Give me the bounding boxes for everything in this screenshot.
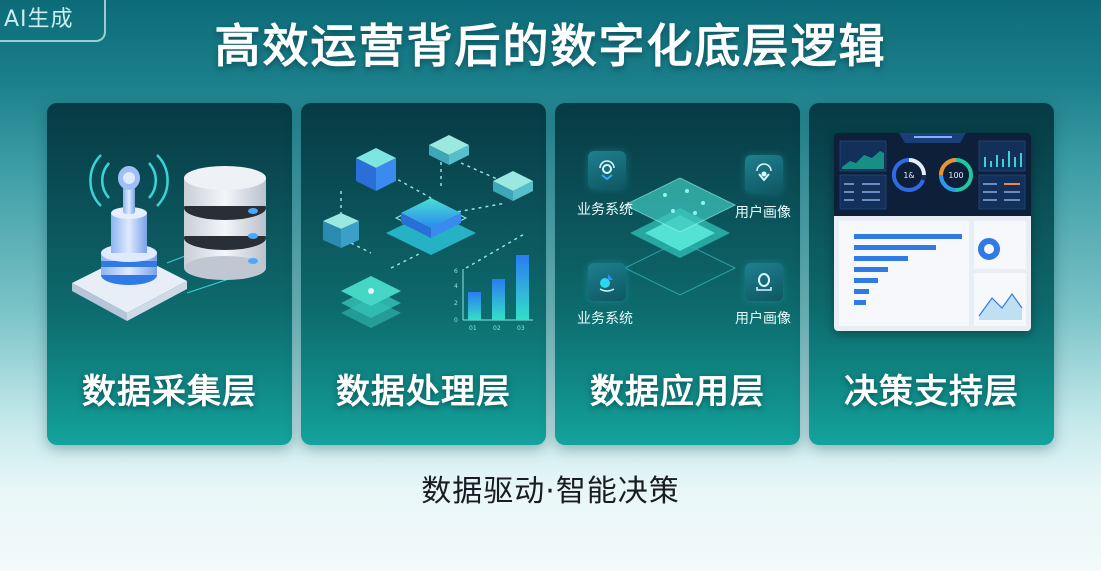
layer-cards: 数据采集层	[47, 103, 1054, 445]
slogan-subtitle: 数据驱动·智能决策	[421, 474, 680, 509]
svg-text:0: 0	[454, 317, 458, 324]
dashboard-header-panel: 1& 100	[834, 133, 1031, 216]
database-server-icon	[184, 166, 266, 280]
svg-text:6: 6	[454, 268, 458, 275]
signal-tower-icon	[72, 154, 266, 321]
svg-text:1&: 1&	[903, 171, 914, 180]
dashboard-report-panel	[834, 216, 1031, 331]
app-label: 用户画像	[735, 311, 791, 327]
business-analytics-icon[interactable]	[588, 263, 626, 301]
ai-generated-badge: AI生成	[0, 0, 106, 42]
svg-text:100: 100	[948, 171, 963, 180]
card-data-collection: 数据采集层	[47, 103, 292, 445]
user-portrait-icon[interactable]	[745, 263, 783, 301]
dashboard-screenshot: 1& 100	[834, 133, 1031, 331]
data-platform-icon	[623, 177, 737, 296]
svg-text:2: 2	[454, 300, 458, 307]
card-label: 数据采集层	[82, 372, 257, 412]
app-label: 用户画像	[735, 205, 791, 221]
layer-stack-icon	[341, 276, 401, 328]
card-data-application: 业务系统 用户画像 业务系统 用户画像 数据应用层	[555, 103, 800, 445]
card-label: 数据处理层	[336, 372, 511, 412]
card-decision-support: 1& 100	[809, 103, 1054, 445]
svg-text:01: 01	[469, 325, 477, 332]
svg-text:03: 03	[517, 325, 525, 332]
app-label: 业务系统	[577, 202, 633, 218]
svg-text:4: 4	[454, 283, 458, 290]
page-title: 高效运营背后的数字化底层逻辑	[214, 19, 887, 73]
business-system-icon[interactable]	[588, 151, 626, 189]
card-label: 决策支持层	[844, 372, 1019, 412]
card-label: 数据应用层	[590, 372, 765, 412]
svg-text:02: 02	[493, 325, 501, 332]
user-profile-icon[interactable]	[745, 155, 783, 193]
app-label: 业务系统	[577, 311, 633, 327]
